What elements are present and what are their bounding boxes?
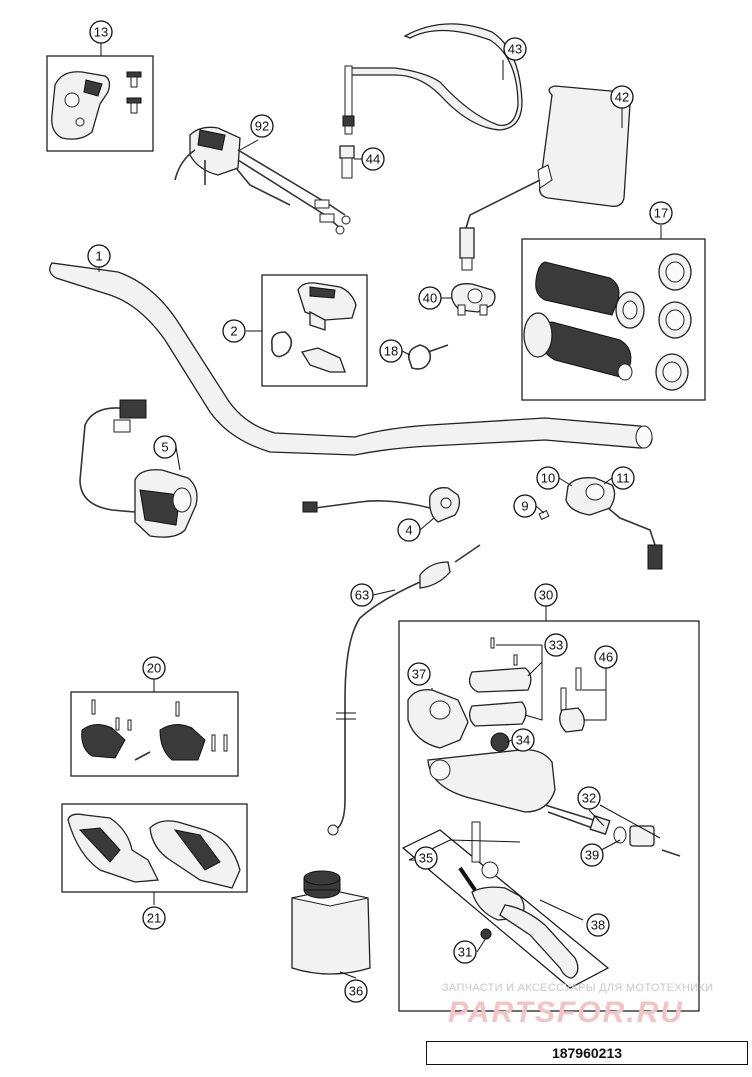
callout-18: 18	[379, 339, 403, 363]
part-1-handlebar	[49, 262, 653, 456]
callout-38: 38	[586, 913, 610, 937]
svg-text:46: 46	[599, 650, 613, 665]
svg-text:9: 9	[521, 499, 528, 514]
callout-5: 5	[153, 435, 177, 459]
callout-33: 33	[544, 633, 568, 657]
box-13	[46, 55, 154, 152]
svg-text:35: 35	[419, 851, 433, 866]
callout-1: 1	[87, 244, 111, 268]
svg-text:33: 33	[549, 638, 563, 653]
box-17	[521, 238, 706, 401]
svg-text:4: 4	[405, 523, 412, 538]
watermark-logo: PARTSFOR.RU	[448, 996, 684, 1029]
svg-text:38: 38	[591, 918, 605, 933]
callout-42: 42	[610, 85, 634, 109]
callout-11: 11	[611, 466, 635, 490]
callout-92: 92	[250, 114, 274, 138]
svg-text:10: 10	[541, 471, 555, 486]
svg-text:63: 63	[355, 588, 369, 603]
svg-text:11: 11	[616, 471, 630, 486]
callout-30: 30	[534, 583, 558, 607]
svg-text:31: 31	[458, 945, 472, 960]
part-20-mounts	[81, 699, 228, 761]
svg-text:13: 13	[94, 25, 108, 40]
callout-31: 31	[453, 940, 477, 964]
part-36-fluid-bottle	[291, 870, 371, 975]
svg-text:1: 1	[95, 249, 102, 264]
svg-text:40: 40	[423, 291, 437, 306]
drawing-number: 187960213	[426, 1041, 748, 1065]
part-18-tie	[407, 344, 449, 370]
callout-46: 46	[594, 645, 618, 669]
callout-63: 63	[350, 583, 374, 607]
callout-44: 44	[361, 147, 385, 171]
callout-10: 10	[536, 466, 560, 490]
callout-35: 35	[414, 846, 438, 870]
svg-text:17: 17	[654, 206, 668, 221]
callout-4: 4	[397, 518, 421, 542]
part-2-cover	[270, 282, 357, 373]
svg-text:44: 44	[366, 152, 380, 167]
part-10-11-switch	[538, 477, 663, 570]
callout-37: 37	[407, 662, 431, 686]
callout-13: 13	[89, 20, 113, 44]
part-42-mirror	[459, 85, 631, 271]
callout-9: 9	[513, 494, 537, 518]
part-13-switch	[51, 71, 142, 140]
part-4-kill-switch	[302, 487, 461, 523]
part-30-master-cylinder	[401, 637, 681, 989]
svg-text:21: 21	[147, 911, 161, 926]
svg-text:39: 39	[585, 848, 599, 863]
part-17-grips	[523, 253, 692, 391]
svg-text:34: 34	[516, 733, 530, 748]
callout-40: 40	[418, 286, 442, 310]
svg-text:20: 20	[147, 661, 161, 676]
part-40-clamp	[451, 283, 496, 316]
part-5-switch	[79, 399, 198, 538]
svg-text:37: 37	[412, 667, 426, 682]
svg-text:32: 32	[582, 791, 596, 806]
svg-text:42: 42	[615, 90, 629, 105]
part-44-adapter	[339, 145, 355, 179]
callout-34: 34	[511, 728, 535, 752]
callout-20: 20	[142, 656, 166, 680]
callout-32: 32	[577, 786, 601, 810]
part-63-brake-line	[327, 544, 481, 836]
svg-text:18: 18	[384, 344, 398, 359]
svg-text:2: 2	[230, 324, 237, 339]
watermark-caption: ЗАПЧАСТИ И АКСЕССУАРЫ ДЛЯ МОТОТЕХНИКИ	[442, 982, 714, 994]
callout-43: 43	[503, 37, 527, 61]
part-43-mirror	[342, 23, 523, 135]
svg-text:92: 92	[255, 119, 269, 134]
part-92-throttle	[174, 126, 351, 235]
svg-text:43: 43	[508, 42, 522, 57]
callout-2: 2	[222, 319, 246, 343]
callout-17: 17	[649, 201, 673, 225]
callout-36: 36	[344, 979, 368, 1003]
callout-39: 39	[580, 843, 604, 867]
svg-text:36: 36	[349, 984, 363, 999]
svg-text:5: 5	[161, 440, 168, 455]
box-30	[398, 620, 700, 1012]
part-21-handguards	[67, 813, 241, 889]
callout-21: 21	[142, 906, 166, 930]
svg-text:30: 30	[539, 588, 553, 603]
